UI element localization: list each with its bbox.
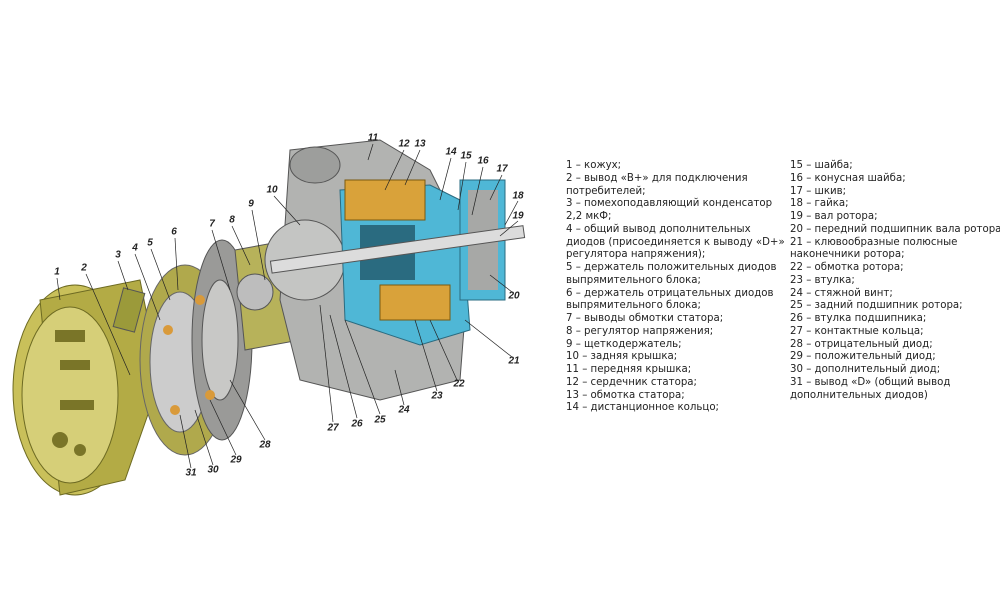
legend-item: 31 – вывод «D» (общий вывод дополнительн… [790, 376, 951, 401]
callout-29: 29 [230, 454, 242, 466]
callout-6: 6 [171, 226, 177, 238]
callout-28: 28 [259, 439, 271, 451]
cover-part [12, 279, 161, 496]
rectifier-part [139, 239, 253, 456]
callout-9: 9 [248, 198, 254, 210]
legend-item: 27 – контактные кольца; [790, 325, 924, 337]
legend-item: 29 – положительный диод; [790, 351, 936, 363]
callout-7: 7 [209, 218, 215, 230]
callout-24: 24 [398, 404, 410, 416]
legend-item: 9 – щеткодержатель; [566, 338, 682, 350]
legend-item: 3 – помехоподавляющий конденсатор 2,2 мк… [566, 198, 773, 222]
legend-left-column: 1 – кожух;2 – вывод «B+» для подключения… [566, 160, 788, 415]
legend-item: 28 – отрицательный диод; [790, 338, 933, 350]
callout-10: 10 [266, 184, 278, 196]
callout-19: 19 [512, 210, 524, 222]
legend-item: 15 – шайба; [790, 160, 853, 171]
legend-item: 22 – обмотка ротора; [790, 262, 904, 273]
legend-item: 18 – гайка; [790, 198, 849, 210]
legend-item: 17 – шкив; [790, 185, 847, 197]
callout-14: 14 [445, 146, 457, 158]
capacitor-part [112, 287, 146, 333]
callout-5: 5 [147, 237, 153, 249]
callout-30: 30 [207, 464, 219, 476]
legend-item: 10 – задняя крышка; [566, 351, 678, 363]
legend-item: 12 – сердечник статора; [566, 376, 697, 388]
leader-lines [56, 143, 519, 469]
callout-22: 22 [453, 378, 465, 390]
legend-item: 11 – передняя крышка; [566, 364, 692, 375]
legend-item: 26 – втулка подшипника; [790, 313, 927, 324]
legend-item: 23 – втулка; [790, 274, 855, 286]
legend-item: 7 – выводы обмотки статора; [566, 313, 724, 324]
callout-15: 15 [460, 150, 472, 162]
legend-item: 30 – дополнительный диод; [790, 364, 941, 375]
legend-item: 21 – клювообразные полюсные наконечники … [790, 236, 958, 261]
callout-18: 18 [512, 190, 524, 202]
legend-item: 4 – общий вывод дополнительных диодов (п… [566, 223, 785, 261]
callout-2: 2 [81, 262, 87, 274]
legend-item: 19 – вал ротора; [790, 211, 878, 222]
callout-26: 26 [351, 418, 363, 430]
callout-31: 31 [185, 467, 197, 479]
alternator-exploded-illustration [12, 139, 526, 496]
callout-16: 16 [477, 155, 489, 167]
rotor-shaft [269, 225, 526, 274]
callout-1: 1 [54, 266, 60, 278]
callout-11: 11 [367, 132, 379, 144]
callout-3: 3 [115, 249, 121, 261]
callout-4: 4 [132, 242, 138, 254]
cutaway-section [339, 179, 506, 346]
legend-item: 24 – стяжной винт; [790, 287, 893, 299]
legend-item: 13 – обмотка статора; [566, 389, 685, 401]
callout-12: 12 [398, 138, 410, 150]
callout-17: 17 [496, 163, 508, 175]
legend-item: 2 – вывод «B+» для подключения потребите… [566, 172, 748, 197]
legend-item: 16 – конусная шайба; [790, 172, 906, 184]
callout-27: 27 [327, 422, 339, 434]
callout-8: 8 [229, 214, 235, 226]
legend-right-column: 15 – шайба;16 – конусная шайба;17 – шкив… [790, 160, 1000, 402]
callout-13: 13 [414, 138, 426, 150]
legend-item: 6 – держатель отрицательных диодов выпря… [566, 287, 774, 312]
legend-item: 25 – задний подшипник ротора; [790, 300, 963, 312]
legend-item: 20 – передний подшипник вала ротора; [790, 223, 1000, 235]
legend-item: 1 – кожух; [566, 160, 622, 171]
legend-item: 14 – дистанционное кольцо; [566, 402, 719, 414]
legend-item: 5 – держатель положительных диодов выпря… [566, 262, 777, 286]
callout-21: 21 [508, 355, 520, 367]
callout-20: 20 [508, 290, 520, 302]
callout-23: 23 [431, 390, 443, 402]
callout-25: 25 [374, 414, 386, 426]
legend-item: 8 – регулятор напряжения; [566, 325, 714, 337]
